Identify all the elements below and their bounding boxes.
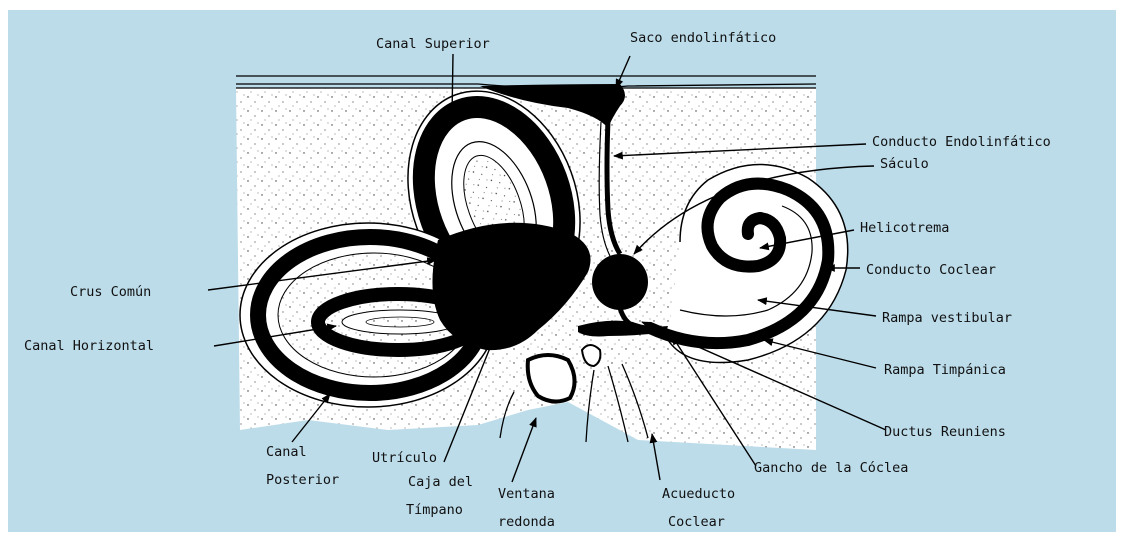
label-conducto-endolinfatico: Conducto Endolinfático <box>872 134 1051 150</box>
label-saculo: Sáculo <box>880 156 929 172</box>
inner-ear-diagram: Canal Superior Saco endolinfático Conduc… <box>8 10 1116 532</box>
label-canal-horizontal: Canal Horizontal <box>24 338 154 354</box>
label-ductus-reuniens: Ductus Reuniens <box>884 424 1006 440</box>
label-rampa-vestibular: Rampa vestibular <box>882 310 1012 326</box>
label-gancho-coclea: Gancho de la Cóclea <box>754 460 908 476</box>
arrow-ventana-redonda <box>512 418 536 482</box>
label-conducto-coclear: Conducto Coclear <box>866 262 996 278</box>
label-acueducto-line1: Acueducto <box>662 486 735 502</box>
label-utriculo: Utrículo <box>372 450 437 466</box>
arrow-saco-endolinfatico <box>616 56 630 88</box>
diagram-stage: Canal Superior Saco endolinfático Conduc… <box>8 10 1116 532</box>
ventana-redonda <box>528 355 575 402</box>
label-canal-posterior-line2: Posterior <box>266 472 339 488</box>
label-saco-endolinfatico: Saco endolinfático <box>630 30 776 46</box>
label-canal-posterior-line1: Canal <box>266 444 307 460</box>
label-canal-superior: Canal Superior <box>376 36 490 52</box>
saculo <box>592 254 648 310</box>
label-acueducto-line2: Coclear <box>668 514 725 530</box>
label-ventana-line1: Ventana <box>498 486 555 502</box>
label-caja-line2: Tímpano <box>406 502 463 518</box>
label-ventana-line2: redonda <box>498 514 555 530</box>
label-helicotrema: Helicotrema <box>860 220 949 236</box>
label-crus-comun: Crus Común <box>70 284 151 300</box>
arrow-canal-superior <box>452 54 453 116</box>
label-caja-line1: Caja del <box>408 474 473 490</box>
label-rampa-timpanica: Rampa Timpánica <box>884 362 1006 378</box>
